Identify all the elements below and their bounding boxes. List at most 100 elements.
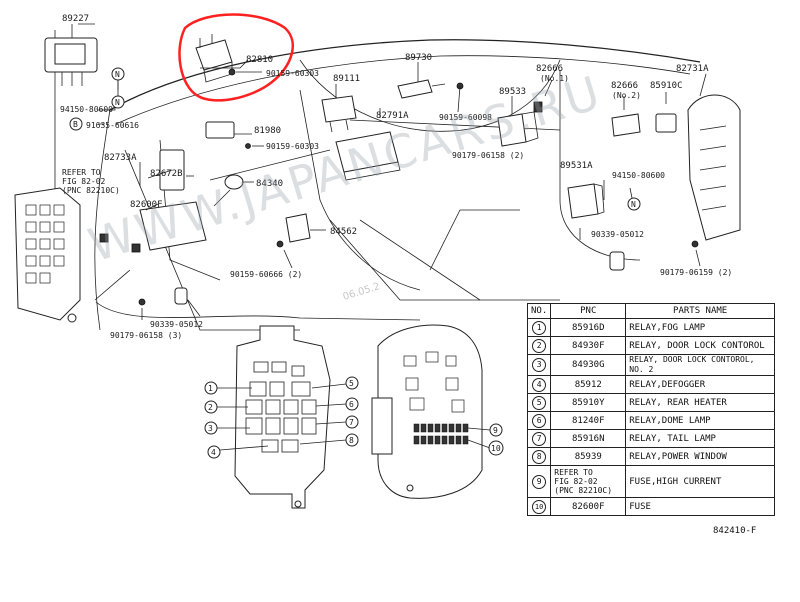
- label-90339-05012-b: 90339-05012: [150, 320, 203, 329]
- part-89227: [44, 24, 98, 86]
- circle-markers: N N B N: [69, 67, 641, 211]
- relay-marker-8: 8: [349, 436, 354, 445]
- part-85910c: [655, 113, 677, 133]
- part-82666-no2: [611, 113, 641, 137]
- label-89531a: 89531A: [560, 161, 593, 171]
- row-number: 2: [532, 338, 547, 353]
- row-parts-name: RELAY,POWER WINDOW: [625, 447, 775, 466]
- row-number: 5: [532, 395, 547, 410]
- label-82666-no1: 82666: [536, 64, 563, 74]
- label-81980: 81980: [254, 126, 281, 136]
- label-90179-06158-3: 90179-06158 (3): [110, 331, 182, 340]
- relay-marker-4: 4: [211, 448, 216, 457]
- fuse-marker-9: 9: [493, 426, 498, 435]
- ecu-box: [335, 131, 401, 181]
- table-row: 4 85912 RELAY,DEFOGGER: [526, 375, 775, 394]
- label-94150-80600-b: 94150-80600: [612, 171, 665, 180]
- relay-marker-3: 3: [208, 424, 213, 433]
- row-parts-name: RELAY,DEFOGGER: [625, 375, 775, 394]
- relay-marker-5: 5: [349, 379, 354, 388]
- row-number: 6: [532, 413, 547, 428]
- row-parts-name: RELAY, TAIL LAMP: [625, 429, 775, 448]
- part-89730: [397, 79, 446, 99]
- marker-n3: N: [631, 200, 636, 209]
- label-89533: 89533: [499, 87, 526, 97]
- relay-marker-7: 7: [349, 418, 354, 427]
- row-pnc: 84930F: [550, 336, 627, 355]
- row-pnc: 85910Y: [550, 393, 627, 412]
- row-pnc: 85916N: [550, 429, 627, 448]
- plug-90339-05012-right: [609, 251, 625, 271]
- figure-id: 842410-F: [713, 526, 757, 536]
- label-82791a: 82791A: [376, 111, 409, 121]
- part-82810: [195, 34, 236, 83]
- col-header-no: NO.: [526, 303, 552, 319]
- label-82666-no2: 82666: [611, 81, 638, 91]
- lower-left-relay-block: [234, 325, 331, 509]
- row-number: 7: [532, 431, 547, 446]
- col-header-parts-name: PARTS NAME: [625, 303, 775, 319]
- row-pnc: 85912: [550, 375, 627, 394]
- label-89730: 89730: [405, 53, 432, 63]
- table-row: 3 84930G RELAY, DOOR LOCK CONTOROL, NO. …: [526, 354, 775, 376]
- table-row: 10 82600F FUSE: [526, 497, 775, 516]
- row-parts-name: RELAY, DOOR LOCK CONTOROL, NO. 2: [625, 354, 775, 376]
- red-highlight-circle: [178, 13, 294, 102]
- part-82672b: [147, 149, 185, 191]
- table-row: 1 85916D RELAY,FOG LAMP: [526, 318, 775, 337]
- table-row: 5 85910Y RELAY, REAR HEATER: [526, 393, 775, 412]
- label-82666-no1-sub: (No.1): [540, 74, 569, 83]
- marker-n1: N: [115, 70, 120, 79]
- label-82731a: 82731A: [676, 64, 709, 74]
- table-row: 7 85916N RELAY, TAIL LAMP: [526, 429, 775, 448]
- part-labels: 89227 82810 90159-60303 89730 89111 8266…: [60, 14, 732, 340]
- row-parts-name: RELAY, REAR HEATER: [625, 393, 775, 412]
- row-pnc: 85939: [550, 447, 627, 466]
- row-number: 10: [532, 499, 547, 514]
- row-parts-name: RELAY,DOME LAMP: [625, 411, 775, 430]
- pnc-refer-line-2: FIG 82-02: [554, 477, 598, 486]
- part-89533: [456, 82, 543, 147]
- label-refer-1: REFER TO: [62, 168, 101, 177]
- label-90159-60303-a: 90159-60303: [266, 69, 319, 78]
- label-82810: 82810: [246, 55, 273, 65]
- label-90179-06158: 90179-06158 (2): [452, 151, 524, 160]
- row-parts-name: FUSE: [625, 497, 775, 516]
- relay-marker-2: 2: [208, 403, 213, 412]
- part-82731a: [687, 94, 741, 248]
- label-84562: 84562: [330, 227, 357, 237]
- row-number: 1: [532, 320, 547, 335]
- col-header-pnc: PNC: [550, 303, 627, 319]
- row-parts-name: FUSE,HIGH CURRENT: [625, 465, 775, 498]
- label-82666-no2-sub: (No.2): [612, 91, 641, 100]
- row-pnc: 82600F: [550, 497, 627, 516]
- pnc-refer-line-1: REFER TO: [554, 468, 593, 477]
- label-90339-05012-a: 90339-05012: [591, 230, 644, 239]
- lower-middle-fuse-block: [371, 324, 483, 499]
- label-94150-80600-a: 94150-80600: [60, 105, 113, 114]
- row-pnc-refer: REFER TO FIG 82-02 (PNC 82210C): [550, 465, 627, 498]
- label-82672b: 82672B: [150, 169, 183, 179]
- label-91635-60616: 91635-60616: [86, 121, 139, 130]
- relay-marker-6: 6: [349, 400, 354, 409]
- label-refer-2: FIG 82-02: [62, 177, 106, 186]
- part-82600f: [99, 201, 207, 253]
- row-pnc: 84930G: [550, 354, 627, 376]
- row-number: 3: [532, 358, 547, 372]
- label-84340: 84340: [256, 179, 283, 189]
- label-90159-60303-b: 90159-60303: [266, 142, 319, 151]
- label-90159-60666: 90159-60666 (2): [230, 270, 302, 279]
- part-89111: [321, 95, 357, 133]
- watermark-date: 06.05.2: [342, 281, 382, 303]
- row-number: 8: [532, 449, 547, 464]
- table-header-row: NO. PNC PARTS NAME: [526, 303, 775, 319]
- label-82733a: 82733A: [104, 153, 137, 163]
- relay-marker-1: 1: [208, 384, 213, 393]
- label-90159-60098: 90159-60098: [439, 113, 492, 122]
- label-89111: 89111: [333, 74, 360, 84]
- part-84562: [276, 213, 311, 248]
- pnc-refer-line-3: (PNC 82210C): [554, 486, 613, 495]
- table-row: 6 81240F RELAY,DOME LAMP: [526, 411, 775, 430]
- relay-number-markers: 1 2 3 4 5 6 7 8 9 10: [204, 376, 504, 459]
